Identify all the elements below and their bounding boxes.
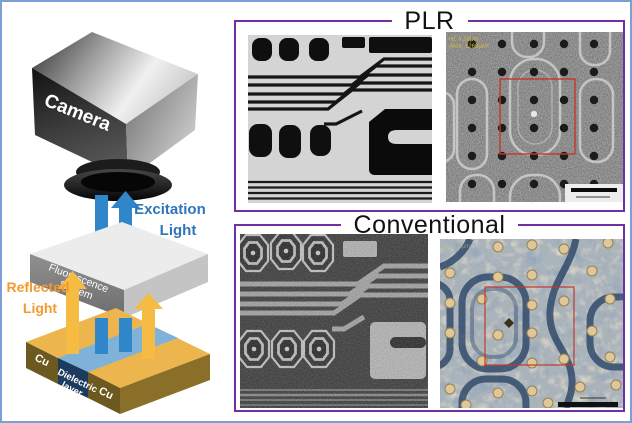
scale-bar: [565, 184, 623, 202]
pad-shapes-top: [252, 37, 432, 61]
conventional-panel: Conventional: [234, 212, 625, 412]
roi-marker: [484, 286, 575, 366]
blue-mottle: [440, 239, 623, 408]
reflected-arrows: [58, 271, 163, 359]
via-dot-grid: [444, 239, 622, 408]
svg-text:Ht: 4.28μm: Ht: 4.28μm: [449, 37, 478, 43]
camera-side-face: [126, 74, 198, 179]
excitation-light-label: Excitation Light: [134, 201, 210, 239]
reflected-light-label: Reflected Light: [7, 279, 74, 316]
sample-slab: Cu Dielectric layer Cu: [26, 308, 210, 414]
copper-front-left: [26, 342, 58, 384]
camera-front-face: [32, 68, 128, 179]
measurement-annotation: Ht: 4.28μm Area: 1269μm²: [449, 37, 489, 50]
fluorescence-top-face: [30, 222, 208, 290]
c-shaped-pad: [369, 109, 432, 175]
measurement-annotation: Ht: 4.0μm: [444, 244, 470, 250]
setup-diagram: Camera Excitation Light Fluorescence Sys…: [7, 32, 210, 414]
plr-sem-micrograph: Ht: 4.28μm Area: 1269μm²: [446, 32, 623, 202]
svg-text:Area: 1269μm²: Area: 1269μm²: [449, 44, 489, 50]
excitation-arrows-lower: [95, 318, 132, 354]
plr-fluorescence-micrograph: [248, 35, 432, 203]
grain-dark: [240, 234, 428, 408]
defect-spot: [504, 318, 514, 328]
stepped-traces: [248, 57, 432, 126]
copper-front-right: [88, 372, 120, 414]
conventional-color-micrograph: Ht: 4.0μm: [440, 239, 623, 408]
camera-body: Camera: [32, 32, 198, 179]
dielectric-front-face: [58, 358, 88, 398]
plr-panel: PLR: [234, 8, 625, 212]
scale-bar: [558, 397, 618, 407]
cu-right-label: Cu: [97, 385, 115, 402]
copper-side-face: [120, 354, 210, 414]
camera-top-face: [32, 32, 198, 124]
cu-left-label: Cu: [33, 352, 51, 369]
pad-shapes-bottom: [249, 124, 331, 158]
bright-defect-dot: [530, 110, 538, 118]
roi-marker: [499, 78, 576, 155]
conventional-grayscale-micrograph: [240, 234, 428, 408]
bottom-traces: [248, 180, 432, 200]
plr-panel-title: PLR: [391, 8, 468, 35]
camera-lens: [64, 159, 172, 201]
